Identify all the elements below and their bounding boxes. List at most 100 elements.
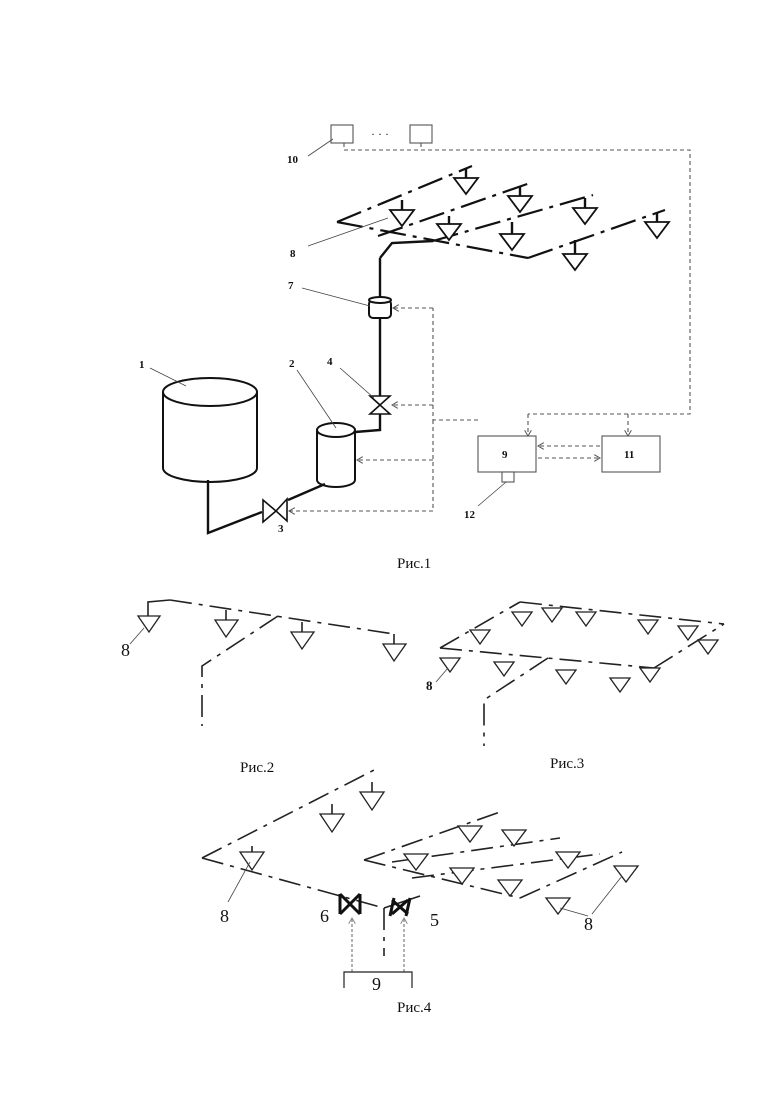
- sensor-boxes-10: · · · 10: [287, 125, 432, 166]
- fig4-leader-8-right-b: [592, 876, 622, 914]
- label-11: 11: [624, 449, 634, 461]
- figure-3: 8 Рис.3: [426, 602, 724, 772]
- valve-6: [340, 894, 360, 914]
- sprinkler-nozzle: [546, 898, 570, 914]
- riser-pipe: [380, 241, 433, 300]
- sprinkler-network-8: 8: [290, 166, 669, 300]
- fig2-label-8: 8: [121, 640, 130, 660]
- unit-11: 11: [602, 436, 660, 472]
- label-2: 2: [289, 358, 295, 370]
- sprinkler-nozzle: [698, 640, 718, 654]
- sprinkler-nozzle: [383, 644, 406, 661]
- sprinkler-nozzle: [404, 854, 428, 870]
- sprinkler-nozzle: [240, 852, 264, 870]
- leader-2: [297, 370, 336, 428]
- fig3-riser: [484, 658, 548, 746]
- sprinkler-nozzle: [494, 662, 514, 676]
- sprinkler-nozzle: [576, 612, 596, 626]
- fig4-right-branch-1: [364, 812, 500, 860]
- branch-4: [528, 210, 665, 258]
- device-7: 7: [288, 280, 391, 396]
- fig3-leader-8: [436, 668, 448, 682]
- pipe-valve4-to-tank2: [355, 414, 380, 432]
- control-line-sensors: [344, 143, 690, 414]
- valve-5: [390, 898, 410, 916]
- label-1: 1: [139, 359, 145, 371]
- sprinkler-nozzle: [138, 616, 160, 632]
- sprinkler-nozzle: [556, 670, 576, 684]
- fig4-left-back-edge: [202, 768, 378, 858]
- leader-1: [150, 368, 186, 386]
- sprinkler-nozzle: [645, 222, 669, 238]
- tank-2-body: [317, 430, 355, 487]
- flow-meter-7-top: [369, 297, 391, 303]
- valve-6-symbol: [340, 894, 360, 914]
- sprinkler-nozzle: [614, 866, 638, 882]
- leader-10: [308, 139, 333, 156]
- fig4-label-5: 5: [430, 910, 439, 930]
- sprinkler-nozzle: [437, 224, 461, 240]
- leader-4: [340, 368, 374, 398]
- leader-12: [478, 482, 506, 506]
- label-3: 3: [278, 523, 284, 535]
- valve-3: 3: [208, 480, 325, 535]
- label-9: 9: [502, 449, 508, 461]
- fig2-leader-8: [130, 628, 144, 644]
- tank-2-top: [317, 423, 355, 437]
- fig4-left-front-edge: [202, 858, 384, 908]
- valve-4-bottom: [370, 405, 390, 414]
- sprinkler-nozzle: [291, 632, 314, 649]
- sprinkler-nozzle: [458, 826, 482, 842]
- fig4-right-collector: [364, 860, 520, 898]
- caption-fig1: Рис.1: [397, 556, 431, 572]
- pipe-tank1-valve3: [208, 480, 262, 533]
- sprinkler-nozzle: [563, 254, 587, 270]
- tank-1: 1: [139, 359, 257, 482]
- tank-2: 2: [289, 358, 355, 487]
- fig2-main-line: [170, 600, 394, 634]
- sprinkler-nozzle: [320, 814, 344, 832]
- figure-2: 8 Рис.2: [121, 600, 406, 776]
- caption-fig3: Рис.3: [550, 756, 584, 772]
- caption-fig4: Рис.4: [397, 1000, 432, 1016]
- sprinkler-nozzle: [470, 630, 490, 644]
- sprinkler-nozzle: [500, 234, 524, 250]
- figure-4: 6 5 9 8 8 Рис.4: [202, 768, 638, 1016]
- valve-5-symbol: [390, 898, 410, 916]
- controller-9: 9 12: [464, 436, 536, 521]
- sprinkler-nozzle: [678, 626, 698, 640]
- sensor-ellipsis: · · ·: [371, 127, 389, 141]
- fig2-riser: [202, 616, 278, 726]
- label-7: 7: [288, 280, 294, 292]
- valve-3-right: [276, 499, 287, 521]
- leader-7: [302, 288, 370, 306]
- label-4: 4: [327, 356, 333, 368]
- caption-fig2: Рис.2: [240, 760, 274, 776]
- figure-1: · · · 10: [139, 125, 690, 572]
- sprinkler-nozzle: [610, 678, 630, 692]
- sprinkler-nozzle: [556, 852, 580, 868]
- fig4-label-8-right: 8: [584, 914, 593, 934]
- sprinkler-nozzle: [640, 668, 660, 682]
- sprinkler-nozzle: [542, 608, 562, 622]
- valve-3-left: [263, 500, 276, 522]
- fig2-pipe-start: [148, 600, 170, 612]
- fig3-label-8: 8: [426, 678, 433, 693]
- sprinkler-nozzle: [360, 792, 384, 810]
- sprinkler-nozzle: [215, 620, 238, 637]
- fig4-label-9: 9: [372, 974, 381, 994]
- sprinkler-nozzle: [573, 208, 597, 224]
- control-bus: [433, 308, 478, 420]
- device-box-12: [502, 472, 514, 482]
- label-8: 8: [290, 248, 296, 260]
- sprinkler-nozzle: [454, 178, 478, 194]
- pipe-valve3-tank2: [288, 484, 325, 500]
- sprinkler-nozzle: [508, 196, 532, 212]
- sprinkler-nozzle: [440, 658, 460, 672]
- tank-1-top: [163, 378, 257, 406]
- leader-8: [308, 218, 388, 246]
- fig4-label-8-left: 8: [220, 906, 229, 926]
- sensor-box-right: [410, 125, 432, 143]
